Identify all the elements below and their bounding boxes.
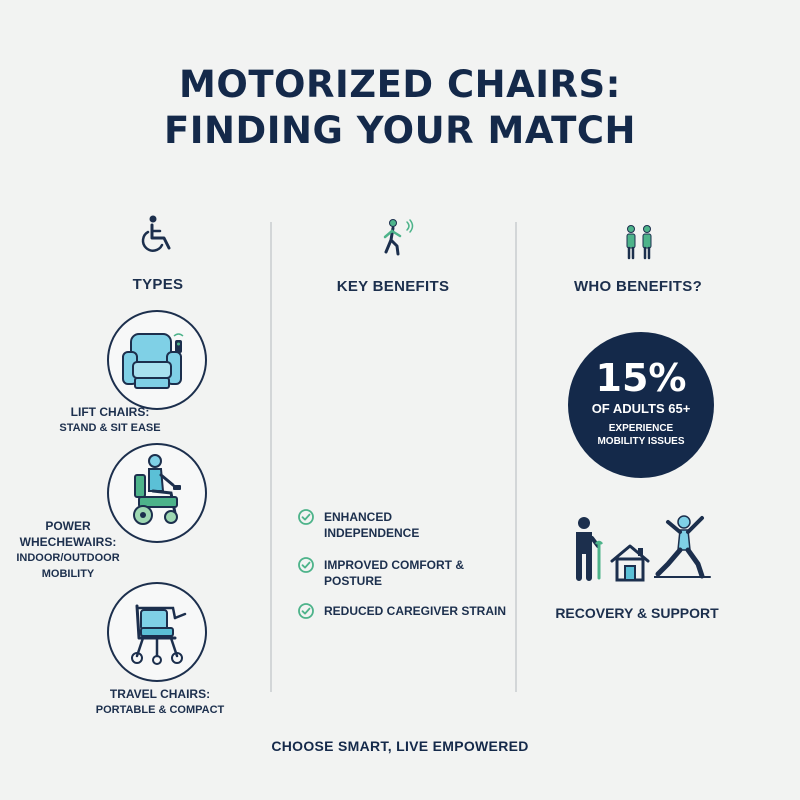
type-label-power: POWER WHECHEWAIRS: INDOOR/OUTDOOR MOBILI…: [8, 518, 128, 582]
power-wheelchair-icon: [107, 443, 207, 543]
two-people-icon: [622, 224, 656, 265]
benefit-item: ENHANCED INDEPENDENCE: [298, 509, 504, 541]
type-label-lift: LIFT CHAIRS: STAND & SIT EASE: [20, 404, 200, 436]
type-title: TRAVEL CHAIRS:: [109, 687, 211, 701]
column-divider: [515, 222, 517, 692]
type-subtitle: PORTABLE & COMPACT: [95, 704, 225, 716]
title-line-1: MOTORIZED CHAIRS:: [179, 63, 621, 106]
benefit-line-2: INDEPENDENCE: [324, 526, 420, 540]
travel-chair-icon: [107, 582, 207, 682]
benefit-item: IMPROVED COMFORT & POSTURE: [298, 557, 504, 589]
types-heading: TYPES: [132, 276, 184, 293]
stat-detail-line-2: MOBILITY ISSUES: [597, 436, 685, 447]
check-circle-icon: [298, 603, 314, 619]
active-person-icon: [653, 514, 712, 585]
house-icon: [609, 542, 651, 587]
type-title-line-1: POWER: [45, 519, 91, 533]
stat-detail-line-1: EXPERIENCE: [608, 423, 674, 434]
benefit-line-1: REDUCED CAREGIVER STRAIN: [324, 604, 507, 618]
benefit-item: REDUCED CAREGIVER STRAIN: [298, 603, 524, 619]
lift-chair-icon: [107, 310, 207, 410]
elderly-person-with-cane-icon: [570, 516, 606, 587]
check-circle-icon: [298, 509, 314, 525]
stat-label: OF ADULTS 65+: [591, 401, 691, 416]
check-circle-icon: [298, 557, 314, 573]
type-label-travel: TRAVEL CHAIRS: PORTABLE & COMPACT: [60, 686, 260, 718]
benefit-line-1: ENHANCED: [324, 510, 393, 524]
footer-tagline: CHOOSE SMART, LIVE EMPOWERED: [271, 738, 529, 754]
stat-badge: 15% OF ADULTS 65+ EXPERIENCE MOBILITY IS…: [568, 332, 714, 478]
who-benefits-heading: WHO BENEFITS?: [573, 278, 703, 295]
page-title: MOTORIZED CHAIRS: FINDING YOUR MATCH: [0, 62, 800, 154]
column-divider: [270, 222, 272, 692]
type-subtitle-line-1: INDOOR/OUTDOOR: [16, 552, 120, 564]
title-line-2: FINDING YOUR MATCH: [164, 109, 636, 152]
walking-person-icon: [380, 218, 416, 263]
stat-value: 15%: [595, 356, 687, 400]
benefit-line-1: IMPROVED COMFORT &: [324, 558, 464, 572]
type-title: LIFT CHAIRS:: [70, 405, 150, 419]
recovery-support-label: RECOVERY & SUPPORT: [555, 605, 719, 621]
type-subtitle: STAND & SIT EASE: [59, 422, 161, 434]
type-title-line-2: WHECHEWAIRS:: [19, 535, 117, 549]
key-benefits-heading: KEY BENEFITS: [336, 278, 450, 295]
type-subtitle-line-2: MOBILITY: [41, 568, 95, 580]
benefit-line-2: POSTURE: [324, 574, 383, 588]
wheelchair-icon: [140, 214, 176, 259]
